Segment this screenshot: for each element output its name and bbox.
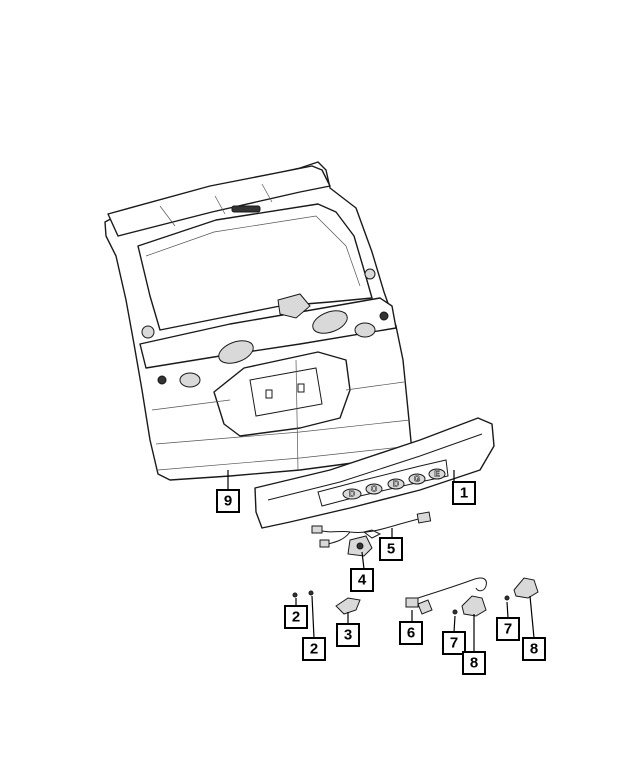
callout-3: 3 [336, 623, 360, 647]
nuts [452, 595, 510, 615]
callout-9: 9 [216, 489, 240, 513]
callout-label: 3 [344, 627, 352, 644]
callout-label: 6 [407, 625, 415, 642]
callout-label: 7 [450, 635, 458, 652]
bracket [335, 597, 361, 615]
callout-label: 2 [310, 641, 318, 658]
dodge-badge: D O D G E [342, 468, 446, 500]
leader-lines [227, 470, 535, 652]
camera-switch [347, 535, 373, 557]
callout-1: 1 [452, 481, 476, 505]
callout-label: 5 [387, 541, 395, 558]
hinges [461, 577, 539, 617]
callout-label: 2 [292, 609, 300, 626]
release-cable [405, 577, 487, 615]
callout-2b: 2 [302, 637, 326, 661]
callout-label: 9 [224, 493, 232, 510]
tailgate-applique: D O D G E [254, 417, 495, 529]
wire-harness [311, 511, 432, 548]
callout-7b: 7 [496, 617, 520, 641]
callout-8b: 8 [522, 637, 546, 661]
callout-label: 8 [530, 641, 538, 658]
badge-letter: O [371, 485, 377, 494]
callout-label: 4 [358, 572, 367, 589]
callout-label: 1 [460, 485, 468, 502]
callout-label: 8 [470, 655, 478, 672]
callout-label: 7 [504, 621, 512, 638]
callout-5: 5 [379, 537, 403, 561]
callout-8a: 8 [462, 651, 486, 675]
badge-letter: G [414, 475, 420, 484]
liftgate-assembly [104, 161, 413, 481]
callout-6: 6 [399, 621, 423, 645]
callout-7a: 7 [442, 631, 466, 655]
callout-4: 4 [350, 568, 374, 592]
badge-letter: D [393, 480, 399, 489]
callout-2a: 2 [284, 605, 308, 629]
screws [292, 590, 314, 598]
badge-letter: D [349, 490, 355, 499]
badge-letter: E [434, 470, 440, 479]
